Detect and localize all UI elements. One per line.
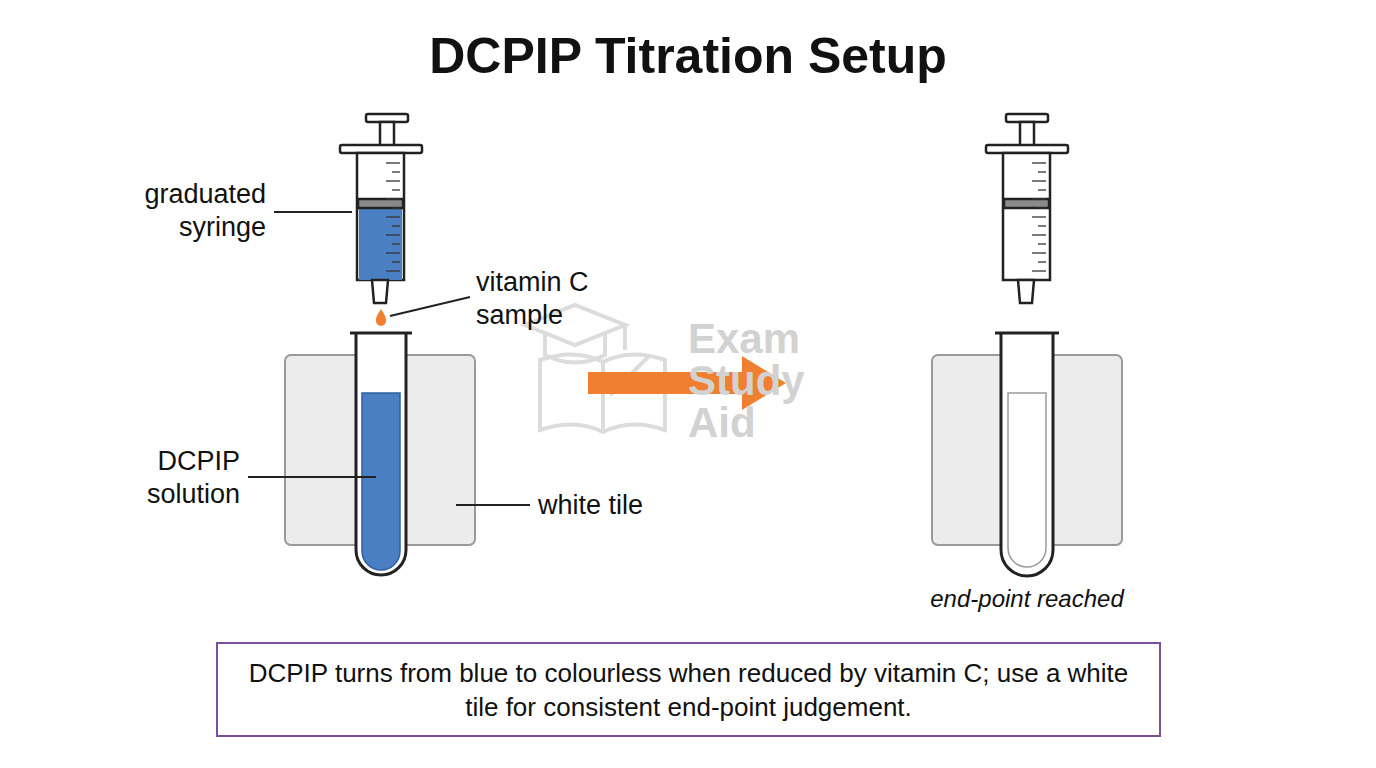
graduation-mark bbox=[1038, 261, 1046, 262]
graduation-mark bbox=[1032, 198, 1046, 199]
caption-frame bbox=[217, 643, 1160, 736]
part-label: DCPIP solution bbox=[60, 445, 240, 511]
state-label: end-point reached bbox=[877, 584, 1177, 614]
graduation-mark bbox=[386, 198, 400, 199]
colourless-liquid bbox=[1008, 393, 1046, 567]
graduation-mark bbox=[1032, 252, 1046, 253]
graduation-marks bbox=[1032, 163, 1046, 271]
graduation-mark bbox=[386, 162, 400, 163]
graduation-mark bbox=[1038, 243, 1046, 244]
graduation-mark bbox=[386, 180, 400, 181]
graduation-mark bbox=[386, 270, 400, 271]
graduation-mark bbox=[1032, 162, 1046, 163]
graduation-mark bbox=[392, 261, 400, 262]
part-label: graduated syringe bbox=[66, 178, 266, 244]
graduation-mark bbox=[392, 243, 400, 244]
test-tube bbox=[995, 333, 1059, 576]
graduation-mark bbox=[386, 234, 400, 235]
graduation-mark bbox=[1032, 216, 1046, 217]
graduation-mark bbox=[1032, 234, 1046, 235]
part-label: vitamin C sample bbox=[476, 266, 646, 332]
graduation-mark bbox=[386, 216, 400, 217]
graduation-mark bbox=[1032, 270, 1046, 271]
graduation-mark bbox=[392, 171, 400, 172]
graduation-mark bbox=[1032, 180, 1046, 181]
graduation-mark bbox=[1038, 189, 1046, 190]
watermark: Exam Study Aid bbox=[688, 318, 838, 444]
graduation-mark bbox=[386, 252, 400, 253]
graduation-mark bbox=[1038, 207, 1046, 208]
graduation-mark bbox=[392, 207, 400, 208]
graduation-mark bbox=[392, 189, 400, 190]
graduation-mark bbox=[1038, 225, 1046, 226]
graduation-mark bbox=[392, 225, 400, 226]
part-label: white tile bbox=[538, 489, 718, 522]
leader-lines bbox=[248, 212, 530, 505]
dcpip-liquid bbox=[362, 393, 400, 570]
title: DCPIP Titration Setup bbox=[0, 26, 1376, 86]
syringe-full bbox=[340, 114, 422, 303]
caption: DCPIP turns from blue to colourless when… bbox=[232, 656, 1145, 724]
graduation-mark bbox=[1038, 171, 1046, 172]
sample-drop bbox=[376, 309, 386, 326]
test-tube bbox=[350, 333, 412, 575]
syringe-empty bbox=[986, 114, 1068, 303]
graduation-marks bbox=[386, 163, 400, 271]
